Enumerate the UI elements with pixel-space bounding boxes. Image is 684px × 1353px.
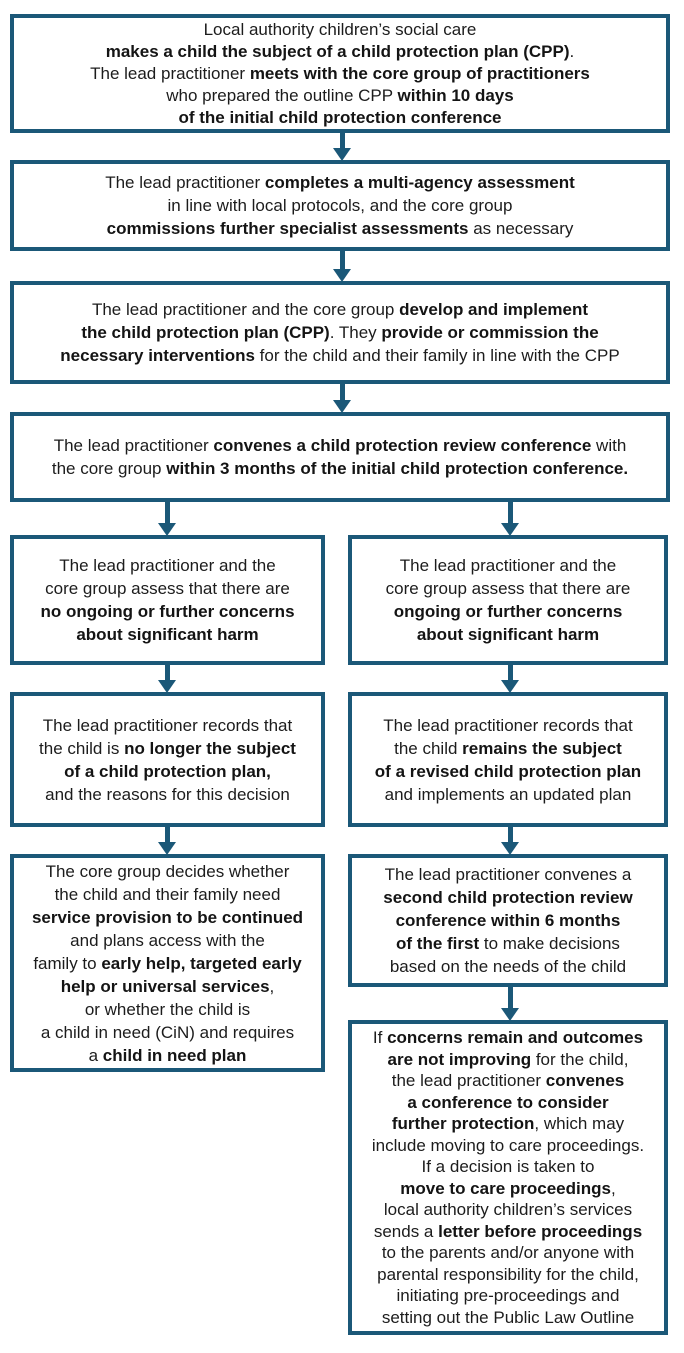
arrow-down-icon [333,251,351,282]
arrow-stem [339,133,345,148]
arrow-head [501,1008,519,1021]
flow-box-review-conference: The lead practitioner convenes a child p… [10,412,670,502]
arrow-stem [507,827,513,842]
arrow-stem [339,251,345,269]
arrow-stem [164,502,170,523]
flow-box-text: The lead practitioner convenes a child p… [51,436,629,478]
arrow-head [158,842,176,855]
arrow-head [501,842,519,855]
arrow-head [333,148,351,161]
arrow-down-icon [501,987,519,1021]
arrow-head [501,523,519,536]
arrow-down-icon [333,384,351,413]
arrow-head [333,400,351,413]
arrow-down-icon [501,665,519,693]
arrow-down-icon [333,133,351,161]
arrow-stem [164,827,170,842]
arrow-down-icon [158,665,176,693]
flow-box-multi-agency-assessment: The lead practitioner completes a multi-… [10,160,670,251]
arrow-down-icon [158,502,176,536]
arrow-down-icon [501,827,519,855]
arrow-stem [507,502,513,523]
arrow-head [501,680,519,693]
flow-box-develop-implement-cpp: The lead practitioner and the core group… [10,281,670,384]
flow-box-text: The lead practitioner and the core group… [60,300,620,365]
arrow-stem [507,665,513,680]
arrow-down-icon [158,827,176,855]
arrow-stem [339,384,345,400]
arrow-head [158,523,176,536]
arrow-down-icon [501,502,519,536]
flow-box-text: The lead practitioner completes a multi-… [105,173,575,238]
arrow-head [158,680,176,693]
arrow-head [333,269,351,282]
arrow-stem [507,987,513,1008]
arrow-stem [164,665,170,680]
